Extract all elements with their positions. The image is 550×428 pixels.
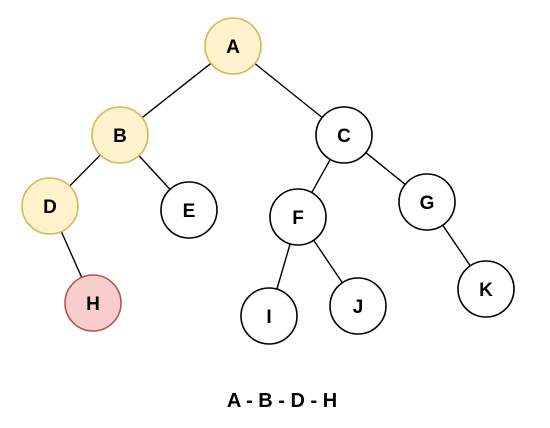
edge-f-i	[276, 243, 291, 290]
node-circle-c	[315, 106, 373, 164]
node-label-c: C	[337, 126, 351, 147]
node-circle-f	[269, 188, 327, 246]
node-circle-i	[240, 287, 298, 345]
edge-g-k	[442, 224, 471, 267]
node-label-b: B	[113, 126, 127, 147]
node-a: A	[204, 17, 262, 75]
node-d: D	[21, 177, 79, 235]
node-circle-j	[329, 277, 387, 335]
node-f: F	[269, 188, 327, 246]
node-circle-a	[204, 17, 262, 75]
node-g: G	[398, 173, 456, 231]
node-c: C	[315, 106, 373, 164]
node-b: B	[91, 106, 149, 164]
node-circle-g	[398, 173, 456, 231]
node-label-a: A	[226, 37, 240, 58]
edge-f-j	[313, 239, 343, 284]
edge-b-d	[69, 154, 101, 187]
node-e: E	[160, 181, 218, 239]
edge-c-f	[311, 159, 331, 193]
node-circle-h	[64, 274, 122, 332]
node-label-d: D	[43, 197, 57, 218]
edge-a-c	[254, 62, 323, 119]
node-label-i: I	[266, 307, 271, 328]
node-label-e: E	[183, 201, 196, 222]
edges-layer	[60, 62, 471, 290]
edge-c-g	[365, 152, 406, 185]
node-h: H	[64, 274, 122, 332]
node-k: K	[457, 260, 515, 318]
node-label-k: K	[479, 280, 493, 301]
edge-d-h	[60, 231, 83, 278]
node-label-g: G	[420, 193, 435, 214]
edge-a-b	[141, 62, 212, 119]
node-label-f: F	[292, 208, 304, 229]
node-label-h: H	[86, 294, 100, 315]
path-caption: A - B - D - H	[226, 390, 338, 412]
node-circle-d	[21, 177, 79, 235]
node-label-j: J	[353, 297, 364, 318]
edge-b-e	[138, 155, 171, 190]
node-circle-e	[160, 181, 218, 239]
node-j: J	[329, 277, 387, 335]
nodes-layer: A B C D E F G H I J K	[21, 17, 515, 345]
node-i: I	[240, 287, 298, 345]
node-circle-b	[91, 106, 149, 164]
node-circle-k	[457, 260, 515, 318]
